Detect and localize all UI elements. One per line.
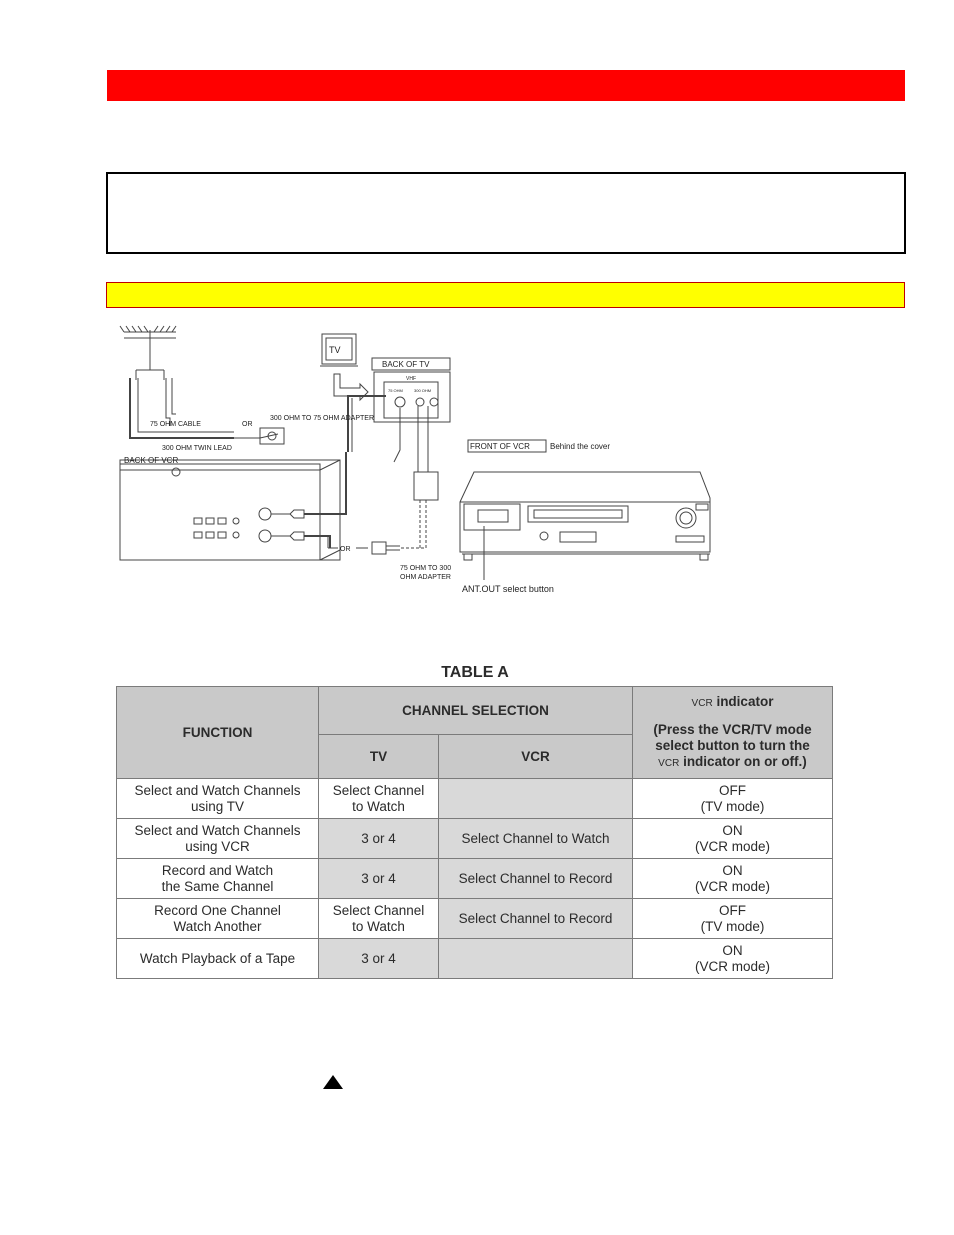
indicator-note-3: indicator on or off.) — [683, 753, 807, 769]
row-tv: 3 or 4 — [318, 858, 439, 899]
label-300-ohm-small: 300 OHM — [414, 388, 431, 393]
row-indicator: OFF(TV mode) — [632, 778, 833, 819]
row-indicator: OFF(TV mode) — [632, 898, 833, 939]
indicator-note-prefix: VCR — [658, 757, 680, 769]
up-triangle-icon — [323, 1075, 343, 1089]
table-a-container: TABLE A FUNCTION CHANNEL SELECTION VCR i… — [116, 660, 840, 986]
row-vcr: Select Channel to Record — [438, 898, 633, 939]
table-row: Watch Playback of a Tape 3 or 4 ON(VCR m… — [116, 938, 833, 979]
label-adapter-75-300-line2: OHM ADAPTER — [400, 574, 451, 581]
connection-diagram: 75 OHM CABLE OR 300 OHM TO 75 OHM ADAPTE… — [119, 325, 711, 594]
subsection-header-bar — [106, 282, 905, 308]
row-tv: 3 or 4 — [318, 818, 439, 859]
label-behind-cover: Behind the cover — [550, 442, 610, 451]
label-vhf: VHF — [406, 376, 416, 382]
header-vcr: VCR — [438, 734, 633, 779]
label-tv: TV — [329, 345, 341, 355]
indicator-note-2: select button to turn the — [655, 737, 810, 753]
label-adapter-75-300-line1: 75 OHM TO 300 — [400, 565, 451, 572]
indicator-note-1: (Press the VCR/TV mode — [653, 721, 812, 737]
header-tv: TV — [318, 734, 439, 779]
indicator-prefix: VCR — [691, 697, 713, 709]
indicator-word: indicator — [716, 693, 774, 709]
label-twin-lead: 300 OHM TWIN LEAD — [162, 445, 232, 452]
label-back-of-tv: BACK OF TV — [382, 360, 430, 369]
row-function: Watch Playback of a Tape — [116, 938, 319, 979]
note-box — [106, 172, 906, 254]
label-front-of-vcr: FRONT OF VCR — [470, 442, 530, 451]
header-channel-selection: CHANNEL SELECTION — [318, 686, 633, 735]
section-header-bar — [107, 70, 905, 101]
table-title: TABLE A — [441, 664, 509, 681]
row-tv: 3 or 4 — [318, 938, 439, 979]
row-vcr — [438, 778, 633, 819]
row-indicator: ON(VCR mode) — [632, 818, 833, 859]
row-vcr — [438, 938, 633, 979]
label-ant-out: ANT.OUT select button — [462, 584, 554, 594]
label-75-ohm-cable: 75 OHM CABLE — [150, 421, 201, 428]
label-or-vertical: OR — [242, 421, 253, 428]
row-indicator: ON(VCR mode) — [632, 858, 833, 899]
label-adapter-300-75: 300 OHM TO 75 OHM ADAPTER — [270, 415, 374, 422]
label-or-horizontal: OR — [340, 546, 351, 553]
row-indicator: ON(VCR mode) — [632, 938, 833, 979]
label-back-of-vcr: BACK OF VCR — [124, 456, 178, 465]
header-indicator: VCR indicator (Press the VCR/TV mode sel… — [632, 686, 833, 779]
antenna-icon — [119, 325, 177, 380]
row-vcr: Select Channel to Record — [438, 858, 633, 899]
label-75-ohm-small: 75 OHM — [388, 388, 403, 393]
table-a: FUNCTION CHANNEL SELECTION VCR indicator… — [116, 686, 833, 979]
header-function: FUNCTION — [116, 686, 319, 779]
row-vcr: Select Channel to Watch — [438, 818, 633, 859]
